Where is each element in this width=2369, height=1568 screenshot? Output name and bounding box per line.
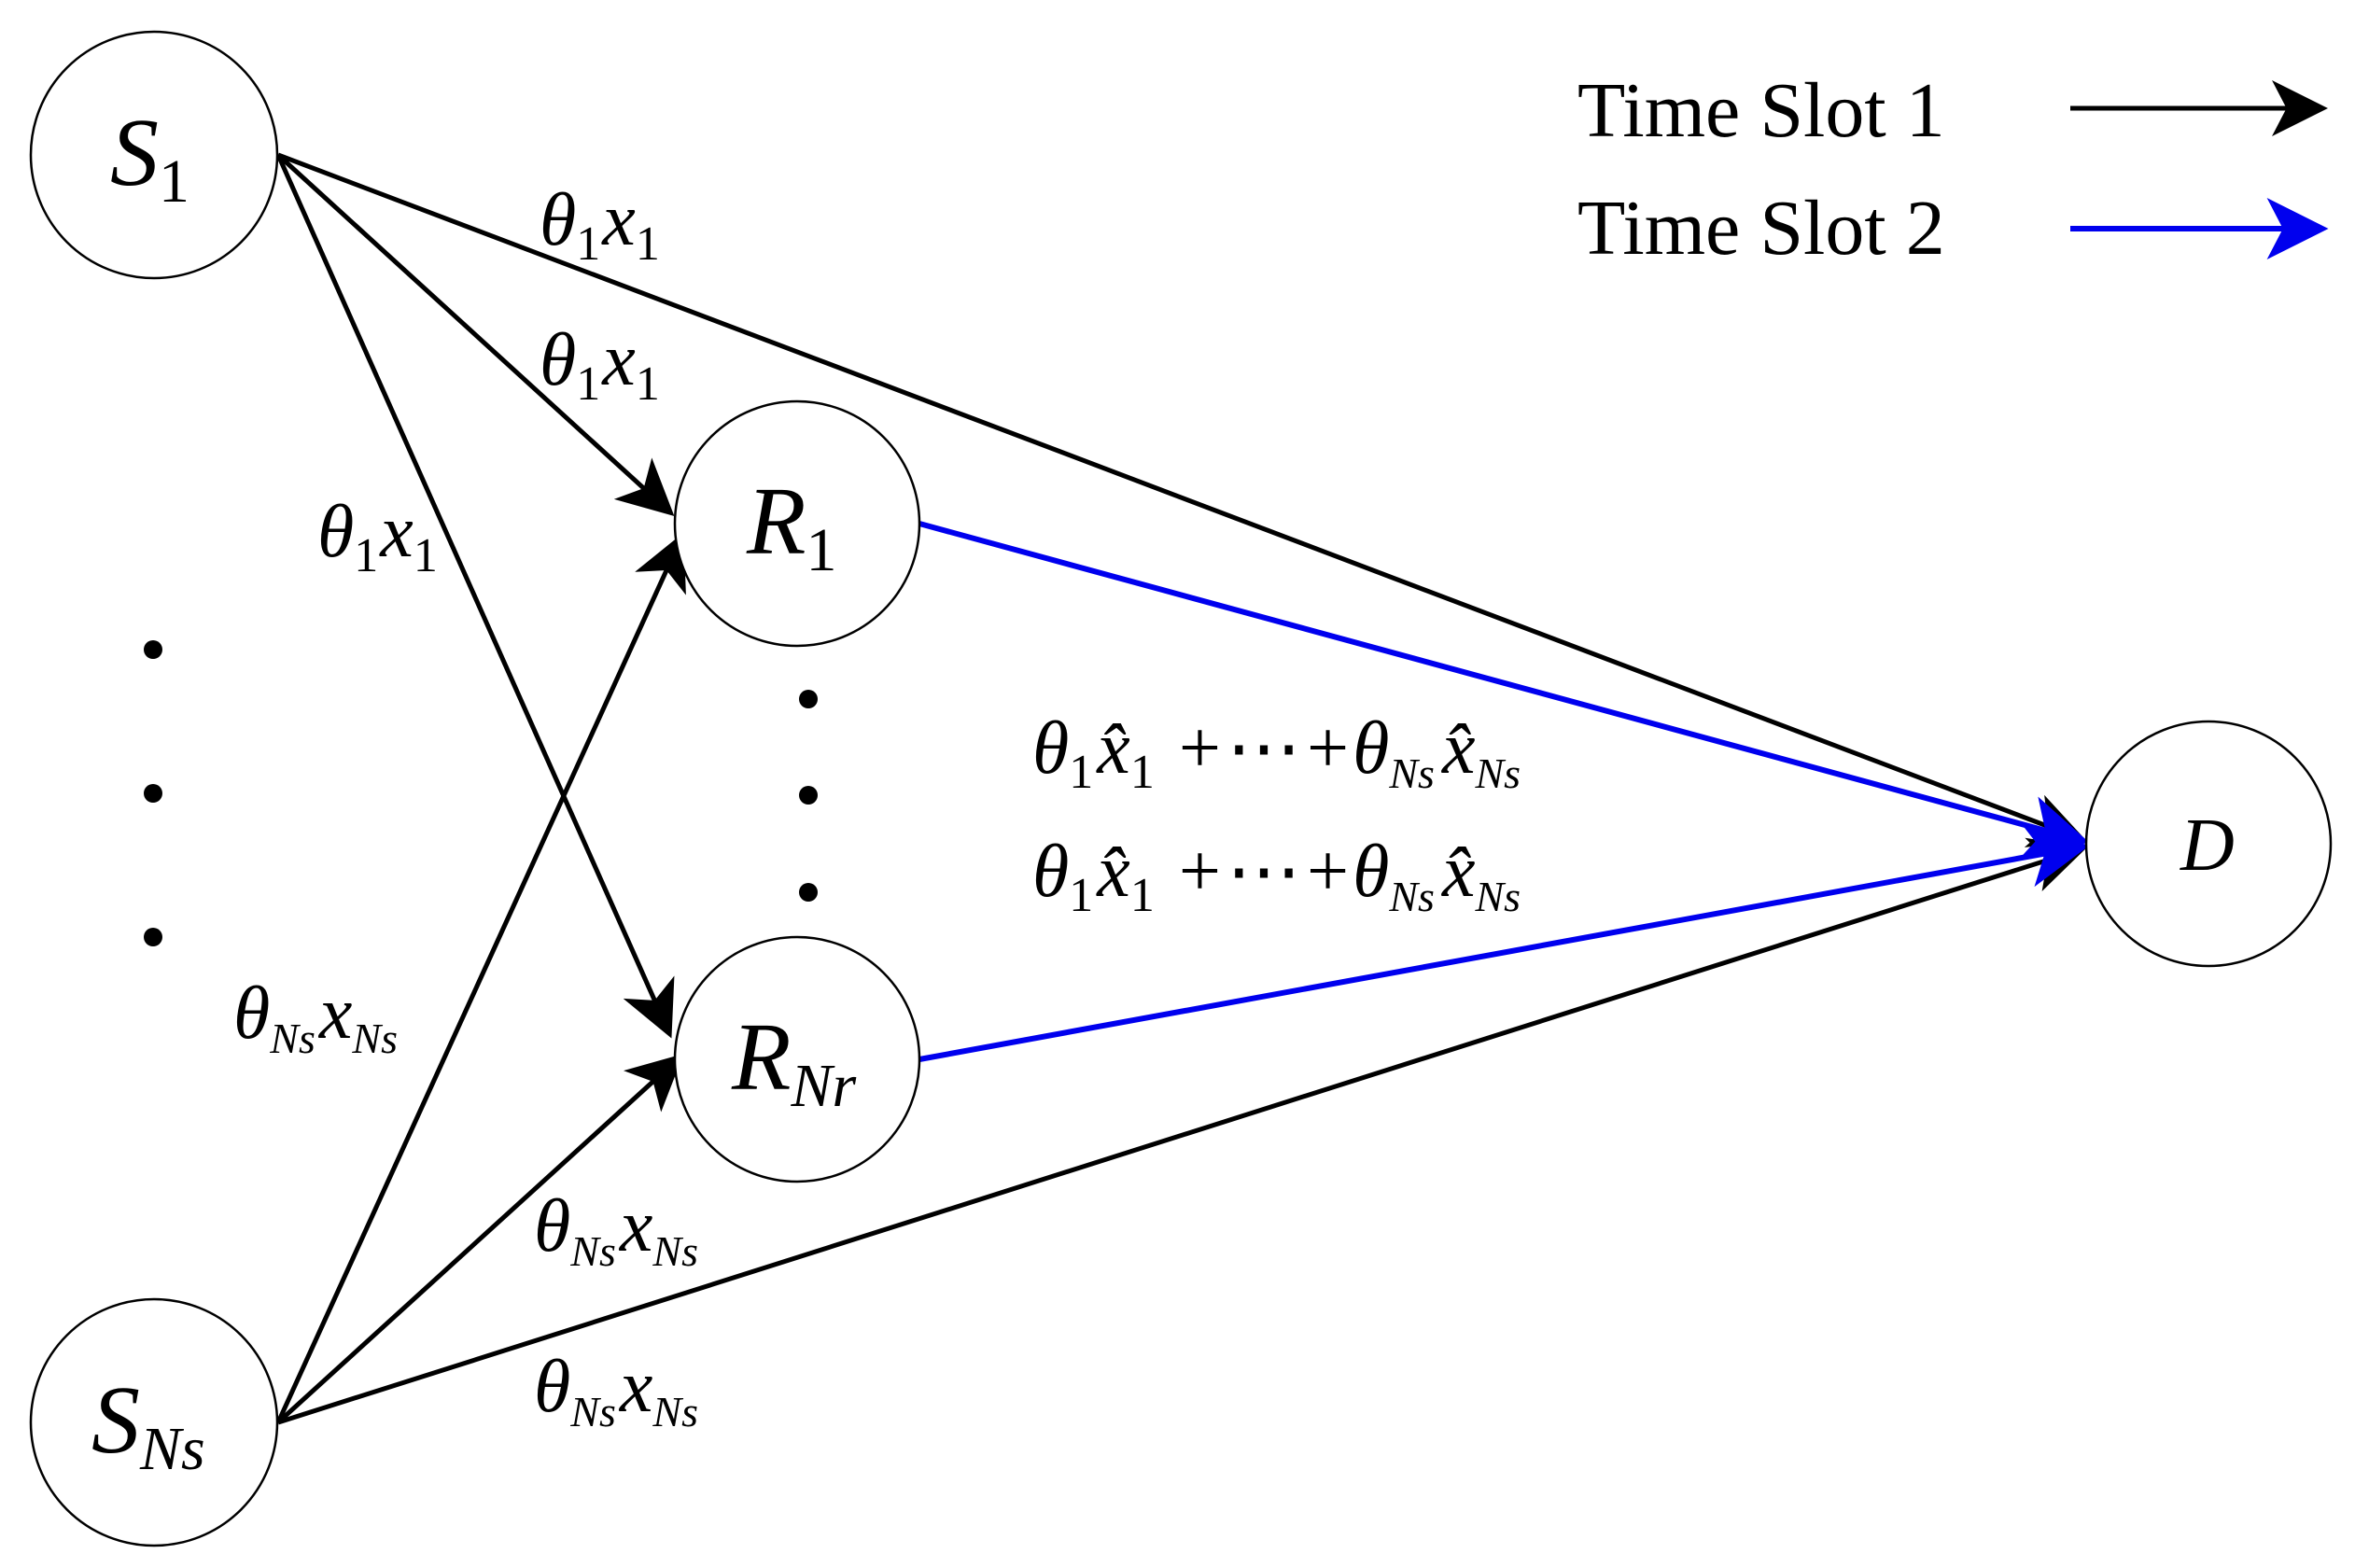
node-s1-label: S1	[110, 99, 189, 216]
legend-slot2-label: Time Slot 2	[1577, 185, 1945, 272]
source-ellipsis-dot-1	[144, 640, 162, 659]
node-sns-circle	[29, 1297, 279, 1547]
label-sns-to-rnr: θNsxNs	[534, 1185, 698, 1275]
node-sns-label: SNs	[91, 1366, 205, 1483]
node-rnr-label: RNr	[731, 1003, 857, 1120]
edge-s1-to-r1	[276, 153, 675, 517]
node-r1-circle	[673, 399, 921, 648]
relay-ellipsis-dot-1	[799, 690, 818, 708]
node-r1-label: R1	[746, 468, 837, 584]
edge-sns-to-r1	[275, 532, 686, 1424]
label-sns-to-d: θNsxNs	[534, 1346, 698, 1435]
relay-ellipsis-dot-3	[799, 883, 818, 902]
label-s1-to-r1: θ1x1	[540, 319, 660, 411]
edge-r1-to-d	[918, 521, 2090, 857]
node-s1-circle	[29, 30, 279, 280]
node-rnr-circle	[673, 935, 921, 1183]
edge-rnr-to-d	[918, 826, 2090, 1062]
edge-sns-to-d	[277, 837, 2087, 1425]
label-s1-to-rnr: θ1x1	[317, 491, 438, 582]
source-ellipsis-dot-3	[144, 928, 162, 946]
label-sns-to-r1: θNsxNs	[233, 973, 398, 1062]
edge-sns-to-rnr	[276, 1053, 684, 1424]
edge-s1-to-d	[277, 152, 2087, 847]
label-s1-to-d: θ1x1	[540, 179, 660, 271]
node-d-circle	[2084, 720, 2333, 968]
node-d-label: D	[2180, 805, 2235, 887]
source-ellipsis-dot-2	[144, 784, 162, 803]
relay-ellipsis-dot-2	[799, 786, 818, 805]
edge-s1-to-rnr	[275, 153, 675, 1039]
legend-slot1-label: Time Slot 1	[1577, 67, 1945, 154]
